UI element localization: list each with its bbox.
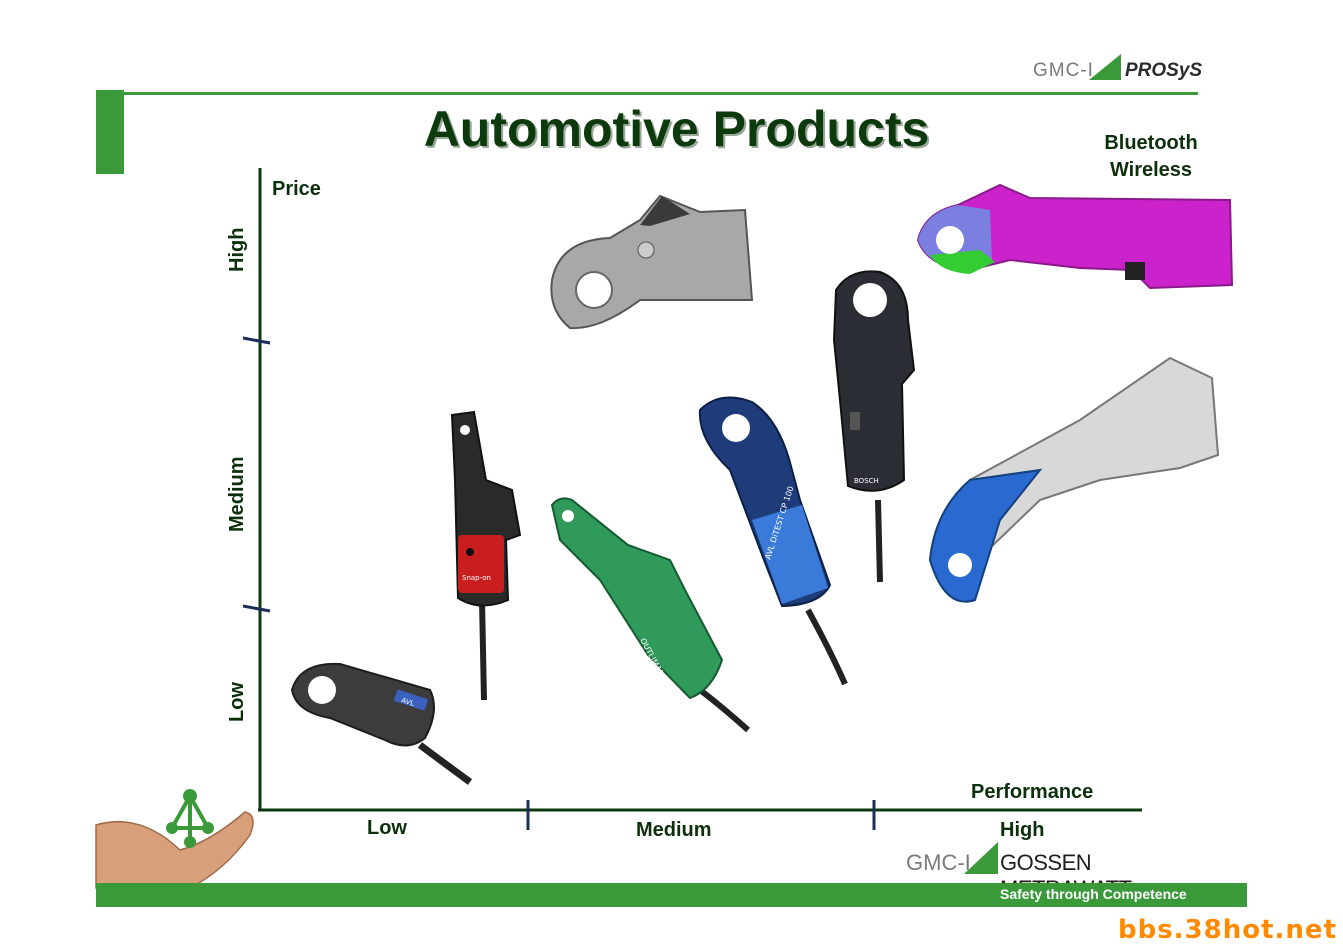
watermark: bbs.38hot.net <box>1117 915 1337 945</box>
bluetooth-label-line1: Bluetooth <box>1104 132 1198 154</box>
product-avl-small-clamp: AVL <box>290 662 473 785</box>
x-level-high: High <box>1000 819 1045 841</box>
y-tick-high-medium <box>242 336 271 345</box>
hand-logo-icon <box>95 789 254 889</box>
x-axis-title: Performance <box>971 781 1094 803</box>
y-tick-medium-low <box>242 604 271 613</box>
svg-text:BOSCH: BOSCH <box>854 477 879 485</box>
header-logo-right: PROSyS <box>1125 60 1203 81</box>
footer-logo-left: GMC-I <box>906 850 971 875</box>
product-snapon-red-clamp: Snap-on <box>450 410 522 701</box>
footer-bar <box>96 883 1247 907</box>
page-title: Automotive Products <box>423 101 930 157</box>
product-avl-blue-clamp: AVL DiTEST CP 100 <box>698 396 848 686</box>
svg-text:Snap-on: Snap-on <box>462 574 491 582</box>
product-bosch-clamp: BOSCH <box>832 270 916 583</box>
y-axis-title: Price <box>272 178 321 200</box>
footer-logo: GMC-I GOSSEN METRAWATT <box>906 838 1196 901</box>
footer-tagline: Safety through Competence <box>1000 886 1187 902</box>
bluetooth-label: Bluetooth Wireless <box>1095 130 1207 184</box>
product-white-blue-clamp <box>928 356 1220 603</box>
logo-triangle-icon <box>1089 54 1121 80</box>
footer-logo-triangle-icon <box>964 842 998 874</box>
left-accent-bar <box>96 90 124 174</box>
x-level-low: Low <box>367 817 407 839</box>
header-logo: GMC-I PROSyS <box>1033 52 1202 86</box>
product-metal-clamp <box>550 194 754 330</box>
header-logo-left: GMC-I <box>1033 60 1094 81</box>
x-level-medium: Medium <box>636 819 712 841</box>
product-green-clamp: OUTLIMAN <box>550 497 750 733</box>
svg-text:AVL: AVL <box>400 696 415 708</box>
header-rule <box>124 92 1198 95</box>
bluetooth-label-line2: Wireless <box>1109 159 1193 181</box>
product-bluetooth-clamp <box>916 183 1234 290</box>
